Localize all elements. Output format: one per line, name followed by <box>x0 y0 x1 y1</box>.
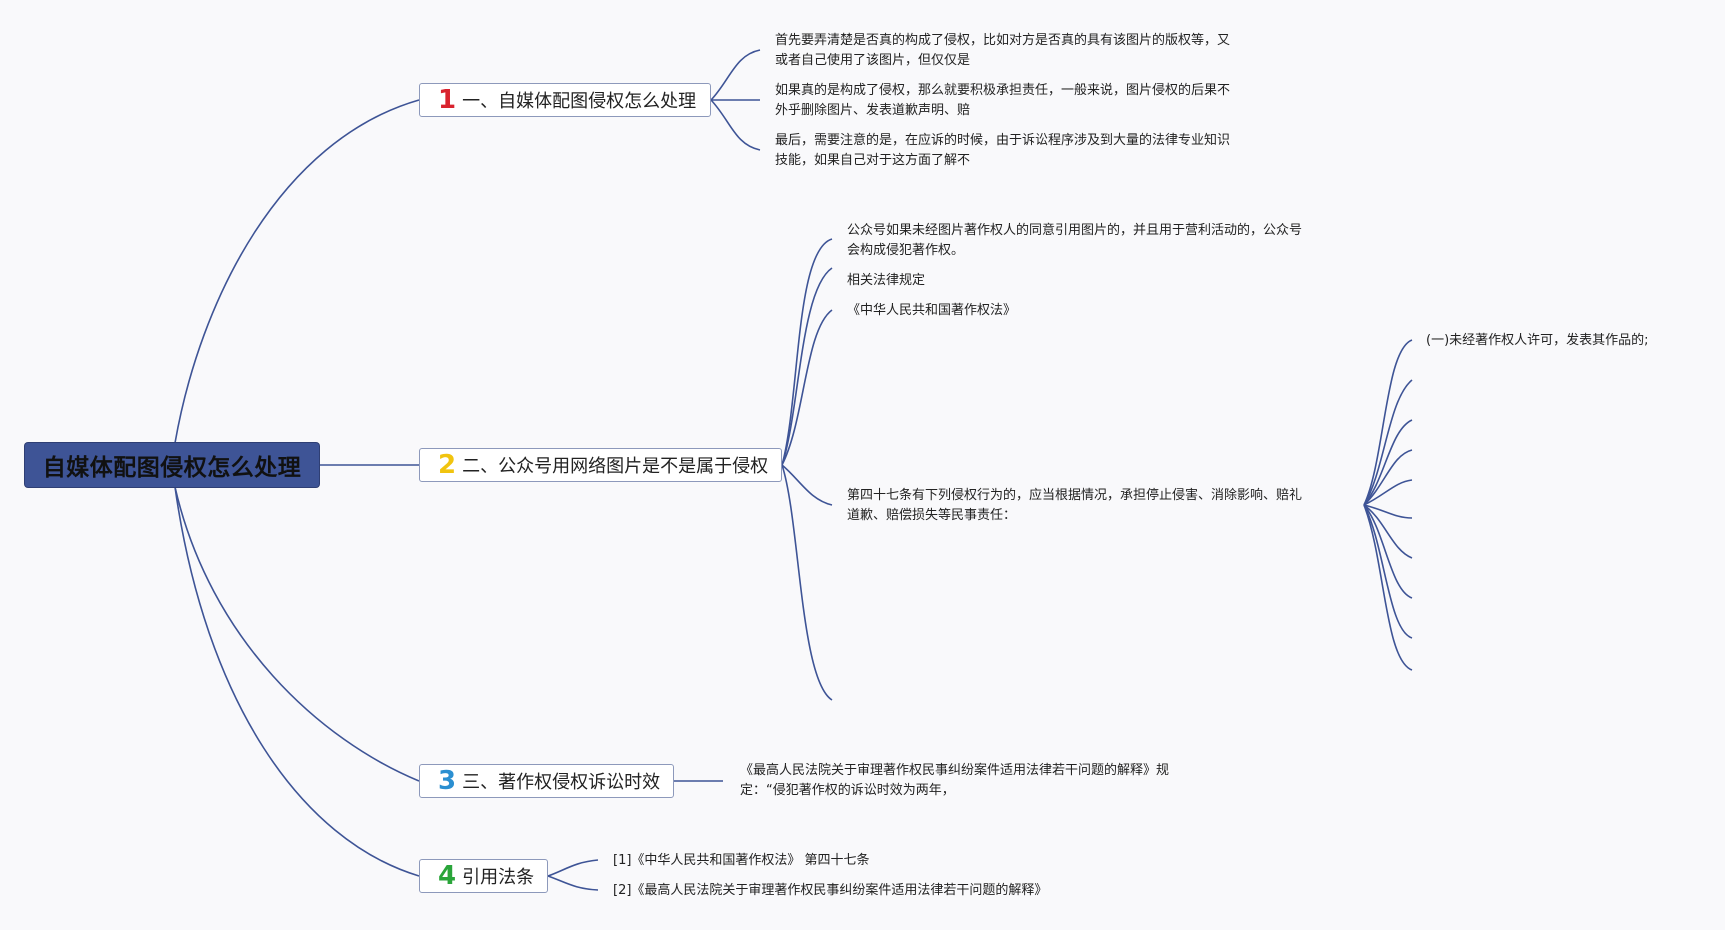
leaf-text: 第四十七条有下列侵权行为的，应当根据情况，承担停止侵害、消除影响、赔礼 <box>847 488 1303 503</box>
t2-leaf-4[interactable]: 第四十七条有下列侵权行为的，应当根据情况，承担停止侵害、消除影响、赔礼 道歉、赔… <box>847 486 1302 526</box>
leaf-text: 定：“侵犯著作权的诉讼时效为两年， <box>740 783 955 798</box>
t2-leaf-2[interactable]: 相关法律规定 <box>847 271 925 291</box>
leaf-text: [1]《中华人民共和国著作权法》 第四十七条 <box>613 853 870 868</box>
link-sub-10 <box>1363 504 1413 671</box>
topic-label-3: 三、著作权侵权诉讼时效 <box>462 772 661 793</box>
t2-sub-leaf-1[interactable]: (一)未经著作权人许可，发表其作品的; <box>1426 331 1649 351</box>
link-sub-8 <box>1363 504 1413 599</box>
link-sub-2 <box>1363 379 1413 506</box>
topic-label-4: 引用法条 <box>462 867 535 888</box>
topic-node-2[interactable]: 2 二、公众号用网络图片是不是属于侵权 <box>419 448 782 482</box>
t2-leaf-3[interactable]: 《中华人民共和国著作权法》 <box>847 301 1016 321</box>
leaf-text: [2]《最高人民法院关于审理著作权民事纠纷案件适用法律若干问题的解释》 <box>613 883 1048 898</box>
leaf-text: 外乎删除图片、发表道歉声明、赔 <box>775 103 971 118</box>
t1-leaf-2[interactable]: 如果真的是构成了侵权，那么就要积极承担责任，一般来说，图片侵权的后果不 外乎删除… <box>775 81 1230 121</box>
link-root-topic4 <box>174 486 420 877</box>
topic-node-4[interactable]: 4 引用法条 <box>419 859 548 893</box>
link-t2-leaf4 <box>781 464 833 506</box>
leaf-text: (一)未经著作权人许可，发表其作品的; <box>1426 333 1649 348</box>
link-sub-5 <box>1363 479 1413 506</box>
topic-number-3: 3 <box>438 766 457 796</box>
root-label: 自媒体配图侵权怎么处理 <box>42 455 302 481</box>
t4-leaf-1[interactable]: [1]《中华人民共和国著作权法》 第四十七条 <box>613 851 870 871</box>
t4-leaf-2[interactable]: [2]《最高人民法院关于审理著作权民事纠纷案件适用法律若干问题的解释》 <box>613 881 1047 901</box>
leaf-text: 《最高人民法院关于审理著作权民事纠纷案件适用法律若干问题的解释》规 <box>740 763 1170 778</box>
link-t4-leaf2 <box>547 875 599 891</box>
t1-leaf-1[interactable]: 首先要弄清楚是否真的构成了侵权，比如对方是否真的具有该图片的版权等，又 或者自己… <box>775 31 1230 71</box>
leaf-text: 相关法律规定 <box>847 273 926 288</box>
leaf-text: 最后，需要注意的是，在应诉的时候，由于诉讼程序涉及到大量的法律专业知识 <box>775 133 1231 148</box>
topic-node-3[interactable]: 3 三、著作权侵权诉讼时效 <box>419 764 674 798</box>
link-sub-4 <box>1363 449 1413 506</box>
link-t1-leaf1 <box>710 49 761 101</box>
link-t1-leaf3 <box>710 99 761 151</box>
leaf-text: 首先要弄清楚是否真的构成了侵权，比如对方是否真的具有该图片的版权等，又 <box>775 33 1231 48</box>
leaf-text: 技能，如果自己对于这方面了解不 <box>775 153 971 168</box>
topic-node-1[interactable]: 1 一、自媒体配图侵权怎么处理 <box>419 83 711 117</box>
topic-label-2: 二、公众号用网络图片是不是属于侵权 <box>462 456 769 477</box>
link-root-topic1 <box>174 99 420 444</box>
link-sub-9 <box>1363 504 1413 639</box>
leaf-text: 会构成侵犯著作权。 <box>847 243 965 258</box>
link-sub-7 <box>1363 504 1413 559</box>
link-t2-leaf5 <box>781 464 833 701</box>
t3-leaf[interactable]: 《最高人民法院关于审理著作权民事纠纷案件适用法律若干问题的解释》规 定：“侵犯著… <box>740 761 1169 801</box>
leaf-text: 公众号如果未经图片著作权人的同意引用图片的，并且用于营利活动的，公众号 <box>847 223 1303 238</box>
link-t4-leaf1 <box>547 859 599 877</box>
link-t2-leaf1 <box>781 238 833 466</box>
t1-leaf-3[interactable]: 最后，需要注意的是，在应诉的时候，由于诉讼程序涉及到大量的法律专业知识 技能，如… <box>775 131 1230 171</box>
root-node[interactable]: 自媒体配图侵权怎么处理 <box>25 443 319 487</box>
link-t2-leaf3 <box>781 309 833 466</box>
topic-number-1: 1 <box>438 85 457 115</box>
link-sub-6 <box>1363 504 1413 519</box>
link-sub-1 <box>1363 339 1413 506</box>
leaf-text: 如果真的是构成了侵权，那么就要积极承担责任，一般来说，图片侵权的后果不 <box>775 83 1231 98</box>
link-t2-leaf2 <box>781 267 833 466</box>
t2-leaf-1[interactable]: 公众号如果未经图片著作权人的同意引用图片的，并且用于营利活动的，公众号 会构成侵… <box>847 221 1302 261</box>
link-sub-3 <box>1363 419 1413 506</box>
link-root-topic3 <box>174 486 420 782</box>
leaf-text: 《中华人民共和国著作权法》 <box>847 303 1017 318</box>
leaf-text: 或者自己使用了该图片，但仅仅是 <box>775 53 971 68</box>
leaf-text: 道歉、赔偿损失等民事责任： <box>847 508 1017 523</box>
topic-label-1: 一、自媒体配图侵权怎么处理 <box>462 91 697 112</box>
topic-number-2: 2 <box>438 450 457 480</box>
topic-number-4: 4 <box>438 861 457 891</box>
